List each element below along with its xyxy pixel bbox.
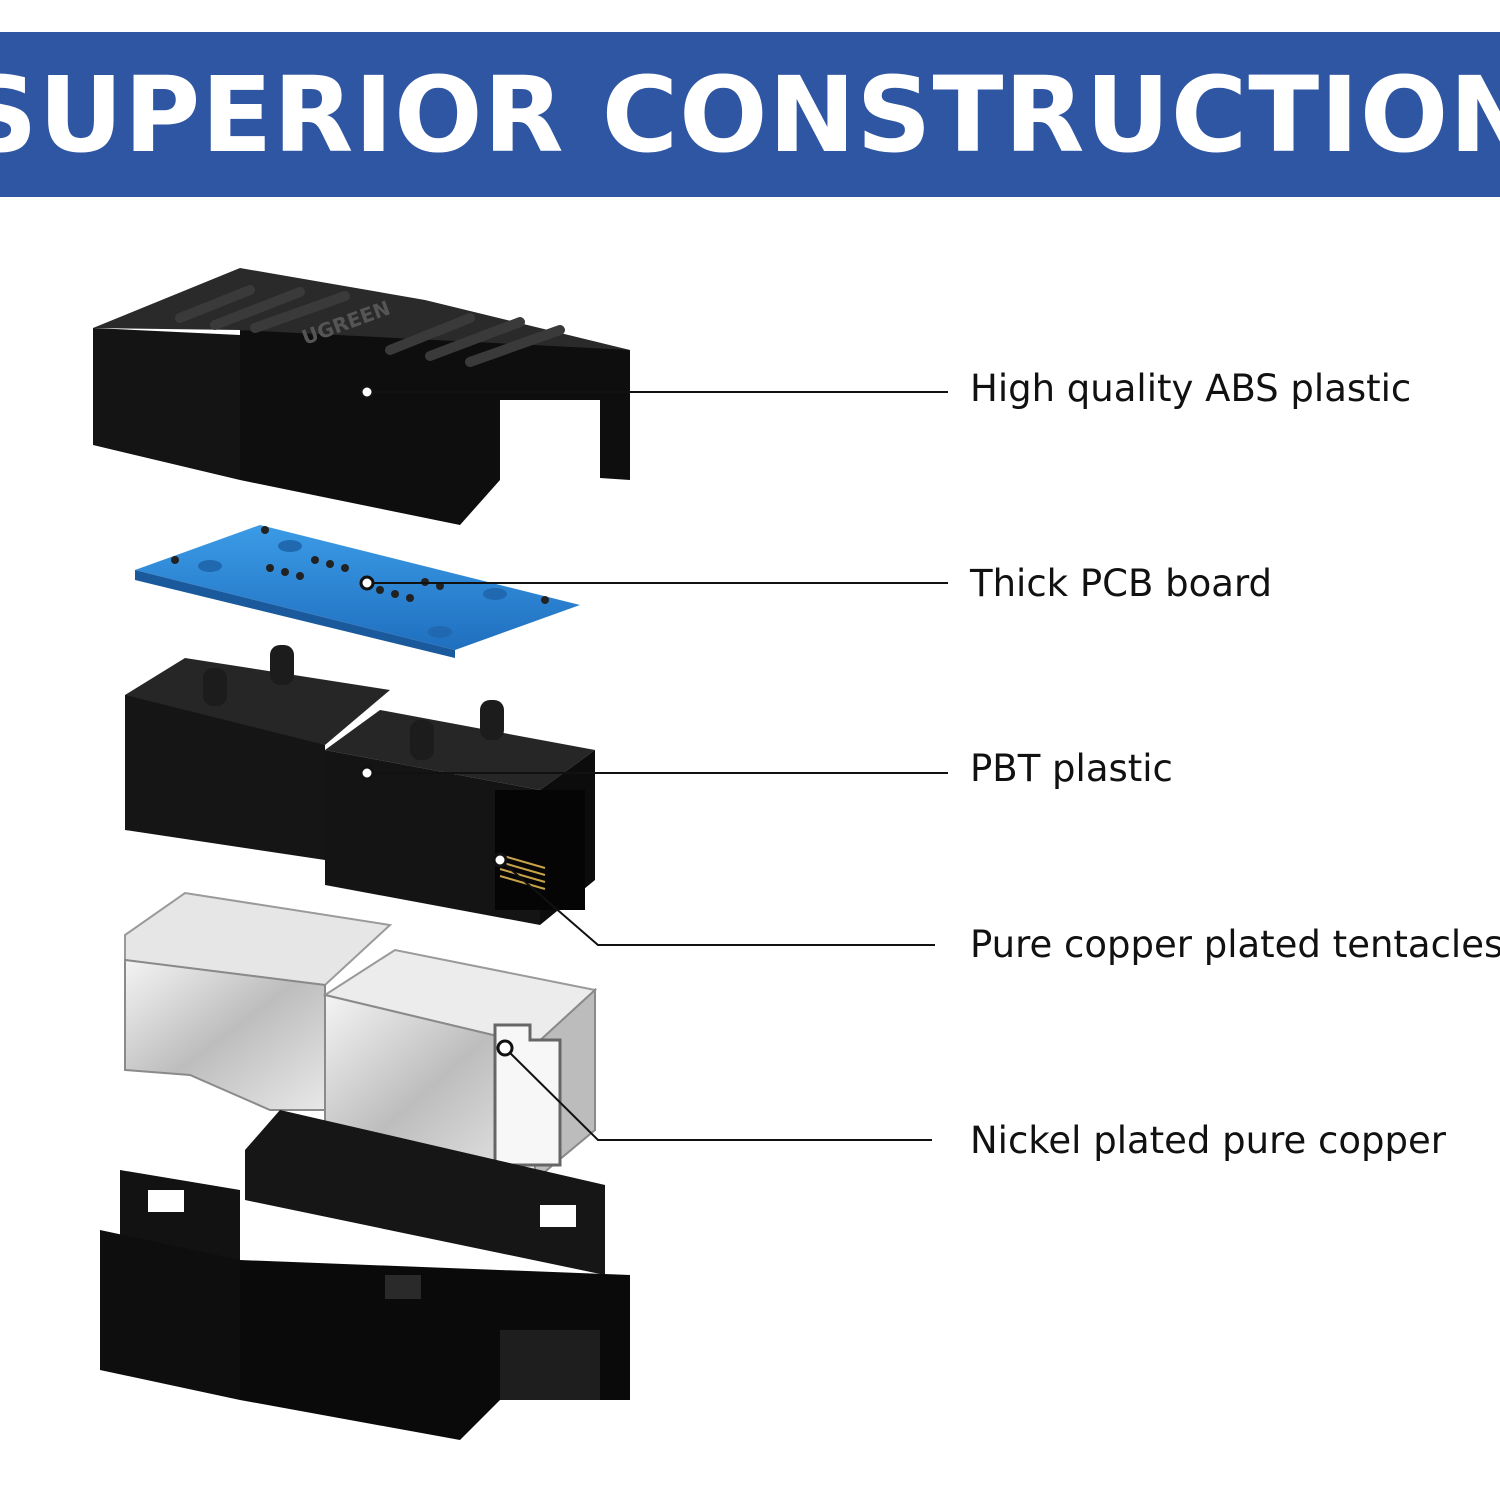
leader-line-nickel	[504, 1047, 932, 1141]
callout-label-abs: High quality ABS plastic	[970, 367, 1412, 410]
abs-top-cover: UGREEN	[93, 268, 630, 525]
callout-label-pcb: Thick PCB board	[970, 562, 1272, 605]
callout-dot-pcb	[359, 575, 375, 591]
callout-dot-tentacles	[492, 852, 508, 868]
nickel-shields	[124, 891, 598, 1183]
abs-bottom-base	[100, 1110, 630, 1440]
title-banner: SUPERIOR CONSTRUCTION	[0, 32, 1500, 197]
callout-dot-pbt	[359, 765, 375, 781]
pbt-housings	[125, 645, 595, 925]
callout-label-pbt: PBT plastic	[970, 747, 1173, 790]
callout-dot-nickel	[496, 1039, 514, 1057]
callout-dot-abs	[359, 384, 375, 400]
callout-label-nickel: Nickel plated pure copper	[970, 1119, 1446, 1162]
callout-label-tentacles: Pure copper plated tentacles	[970, 923, 1500, 966]
pcb-board	[135, 525, 580, 658]
leader-line-tentacles	[499, 859, 935, 946]
banner-title: SUPERIOR CONSTRUCTION	[0, 53, 1500, 176]
